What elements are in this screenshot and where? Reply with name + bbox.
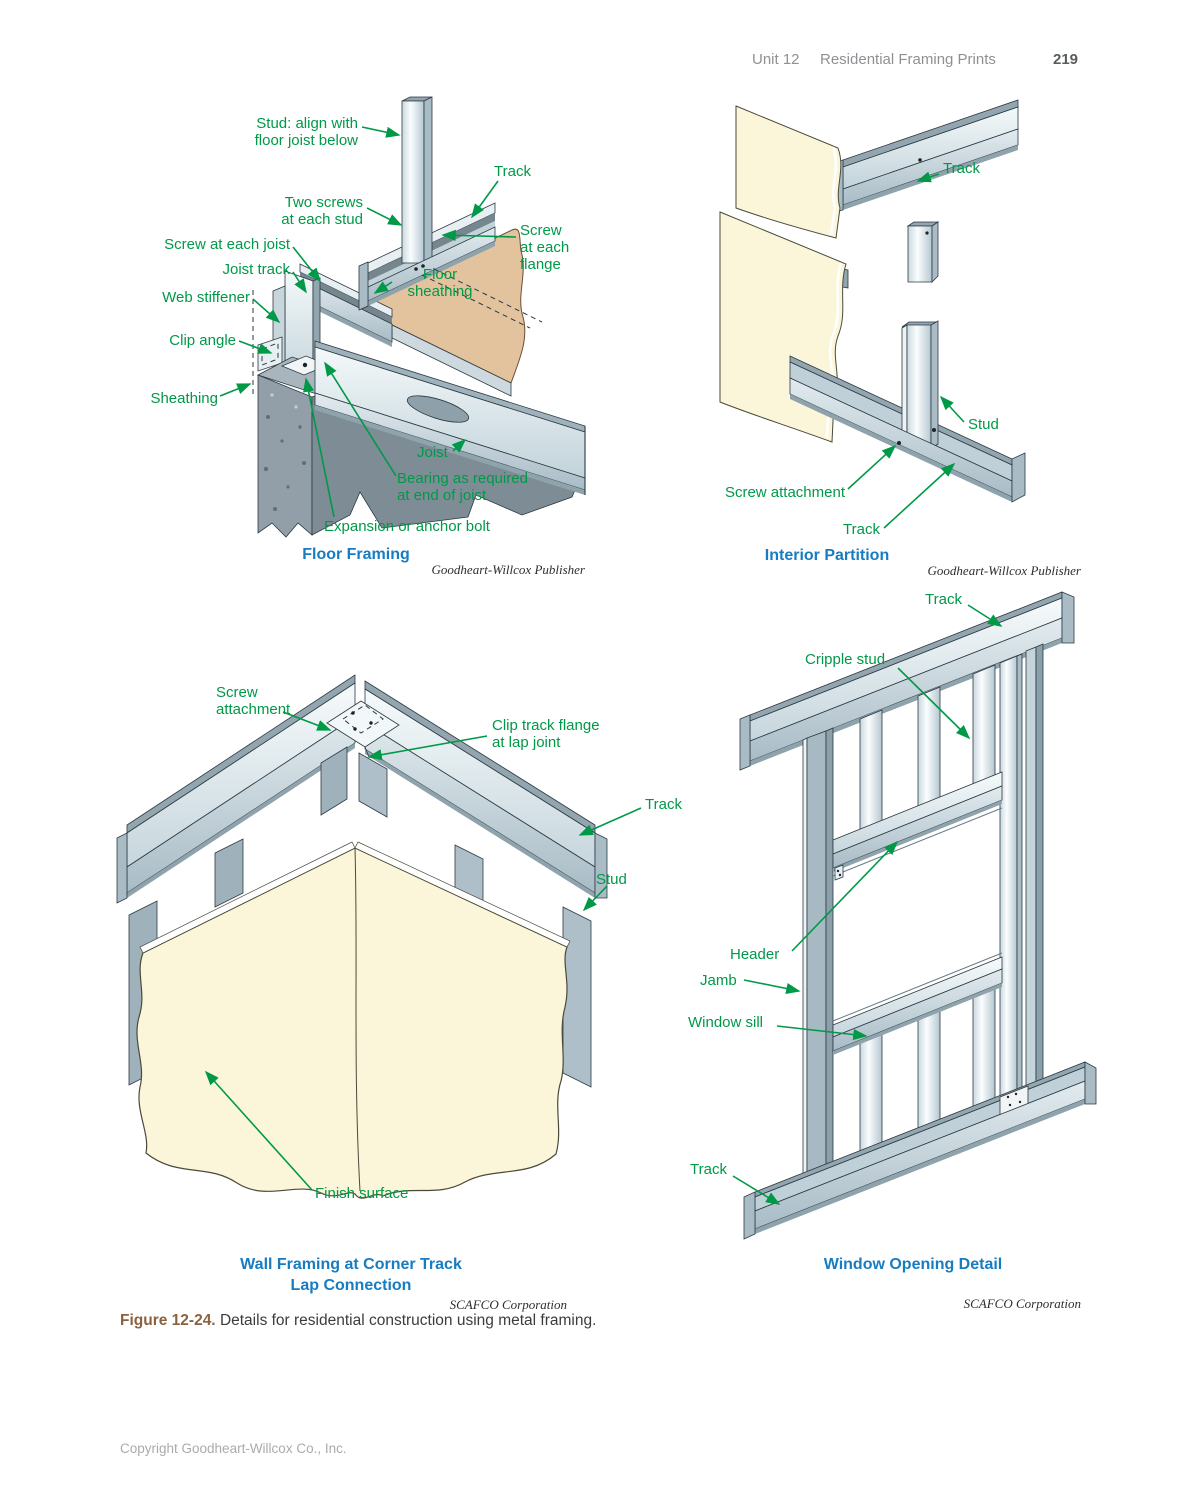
screw-dot <box>897 441 901 445</box>
interior-partition-art <box>719 99 1026 529</box>
label-joist-track: Joist track <box>222 261 290 278</box>
top-track-shape <box>739 591 1075 771</box>
window-sill-shape <box>832 952 1003 1055</box>
label-cripple-stud: Cripple stud <box>805 651 886 668</box>
label-screw-attachment: Screw attachment <box>724 484 845 501</box>
window-opening-diagram: Track Cripple stud Header Jamb Window si… <box>670 585 1115 1315</box>
screw-dot <box>414 267 418 271</box>
label-screw-each-joist: Screw at each joist <box>164 236 290 253</box>
stud-shape <box>901 320 939 449</box>
label-jamb: Jamb <box>700 972 737 989</box>
anchor-bolt-shape <box>302 362 308 368</box>
figure-number: Figure 12-24. <box>120 1312 216 1329</box>
label-stud: Stud <box>968 416 999 433</box>
jamb-shape <box>802 727 834 1189</box>
lap-plate-shape <box>326 700 400 758</box>
bottom-track-front-shape <box>789 377 1026 503</box>
interior-partition-title: Interior Partition <box>764 547 890 564</box>
corner-seam-line <box>354 847 361 1192</box>
page-number: 219 <box>1053 51 1079 68</box>
window-opening-credit: SCAFCO Corporation <box>963 1296 1081 1311</box>
knockout-hole-shape <box>406 395 470 423</box>
label-track-top: Track <box>943 160 980 177</box>
top-cripple-studs-shape <box>859 664 996 840</box>
wall-track-front-shape <box>358 226 496 311</box>
floor-framing-credit: Goodheart-Willcox Publisher <box>431 562 585 577</box>
header-unit: Unit 12 <box>752 51 800 68</box>
label-clip-angle: Clip angle <box>169 332 236 349</box>
label-finish-surface: Finish surface <box>315 1185 409 1202</box>
corner-framing-art <box>116 674 642 1199</box>
label-track-top: Track <box>925 591 962 608</box>
finish-surface-shape <box>136 841 571 1199</box>
top-track-shape <box>831 99 1019 214</box>
header-shape <box>832 771 1003 881</box>
interior-partition-diagram: Track Stud Screw attachment Track Interi… <box>680 99 1100 580</box>
floor-framing-art <box>219 96 586 538</box>
bottom-track-shape <box>743 1061 1097 1240</box>
copyright-footer: Copyright Goodheart-Willcox Co., Inc. <box>120 1441 347 1456</box>
figure-caption: Figure 12-24. Details for residential co… <box>120 1312 880 1330</box>
label-track-bottom: Track <box>843 521 880 538</box>
label-header: Header <box>730 946 780 963</box>
label-sheathing: Sheathing <box>150 390 218 407</box>
label-track: Track <box>494 163 531 180</box>
left-track-shape <box>116 674 356 904</box>
screw-dot <box>421 264 425 268</box>
hidden-joist-line <box>433 268 543 323</box>
screw-dot <box>932 428 936 432</box>
label-track: Track <box>645 796 682 813</box>
stud-stub-shape <box>906 221 940 283</box>
joist-shape <box>314 340 586 495</box>
label-stud: Stud <box>596 871 627 888</box>
interior-partition-credit: Goodheart-Willcox Publisher <box>927 563 1081 578</box>
label-joist: Joist <box>417 444 448 461</box>
right-track-shape <box>364 680 608 899</box>
window-opening-art <box>732 591 1097 1240</box>
label-web-stiffener: Web stiffener <box>162 289 250 306</box>
floor-framing-title: Floor Framing <box>302 546 410 563</box>
label-window-sill: Window sill <box>688 1014 764 1031</box>
label-expansion-bolt: Expansion or anchor bolt <box>324 518 490 535</box>
corner-callout-arrows <box>204 711 642 1191</box>
stud-shape <box>401 96 433 264</box>
header-title: Residential Framing Prints <box>820 51 996 68</box>
figure-caption-text: Details for residential construction usi… <box>219 1312 597 1329</box>
window-opening-title: Window Opening Detail <box>823 1256 1003 1273</box>
label-track-bottom: Track <box>690 1161 727 1178</box>
end-stud-shape <box>1025 643 1044 1103</box>
floor-callout-arrows <box>219 126 517 518</box>
hidden-joist-line <box>421 274 531 329</box>
window-callout-arrows <box>732 604 1003 1205</box>
king-stud-shape <box>999 653 1023 1113</box>
corner-framing-credit: SCAFCO Corporation <box>449 1297 567 1312</box>
partition-callout-arrows <box>847 171 965 529</box>
